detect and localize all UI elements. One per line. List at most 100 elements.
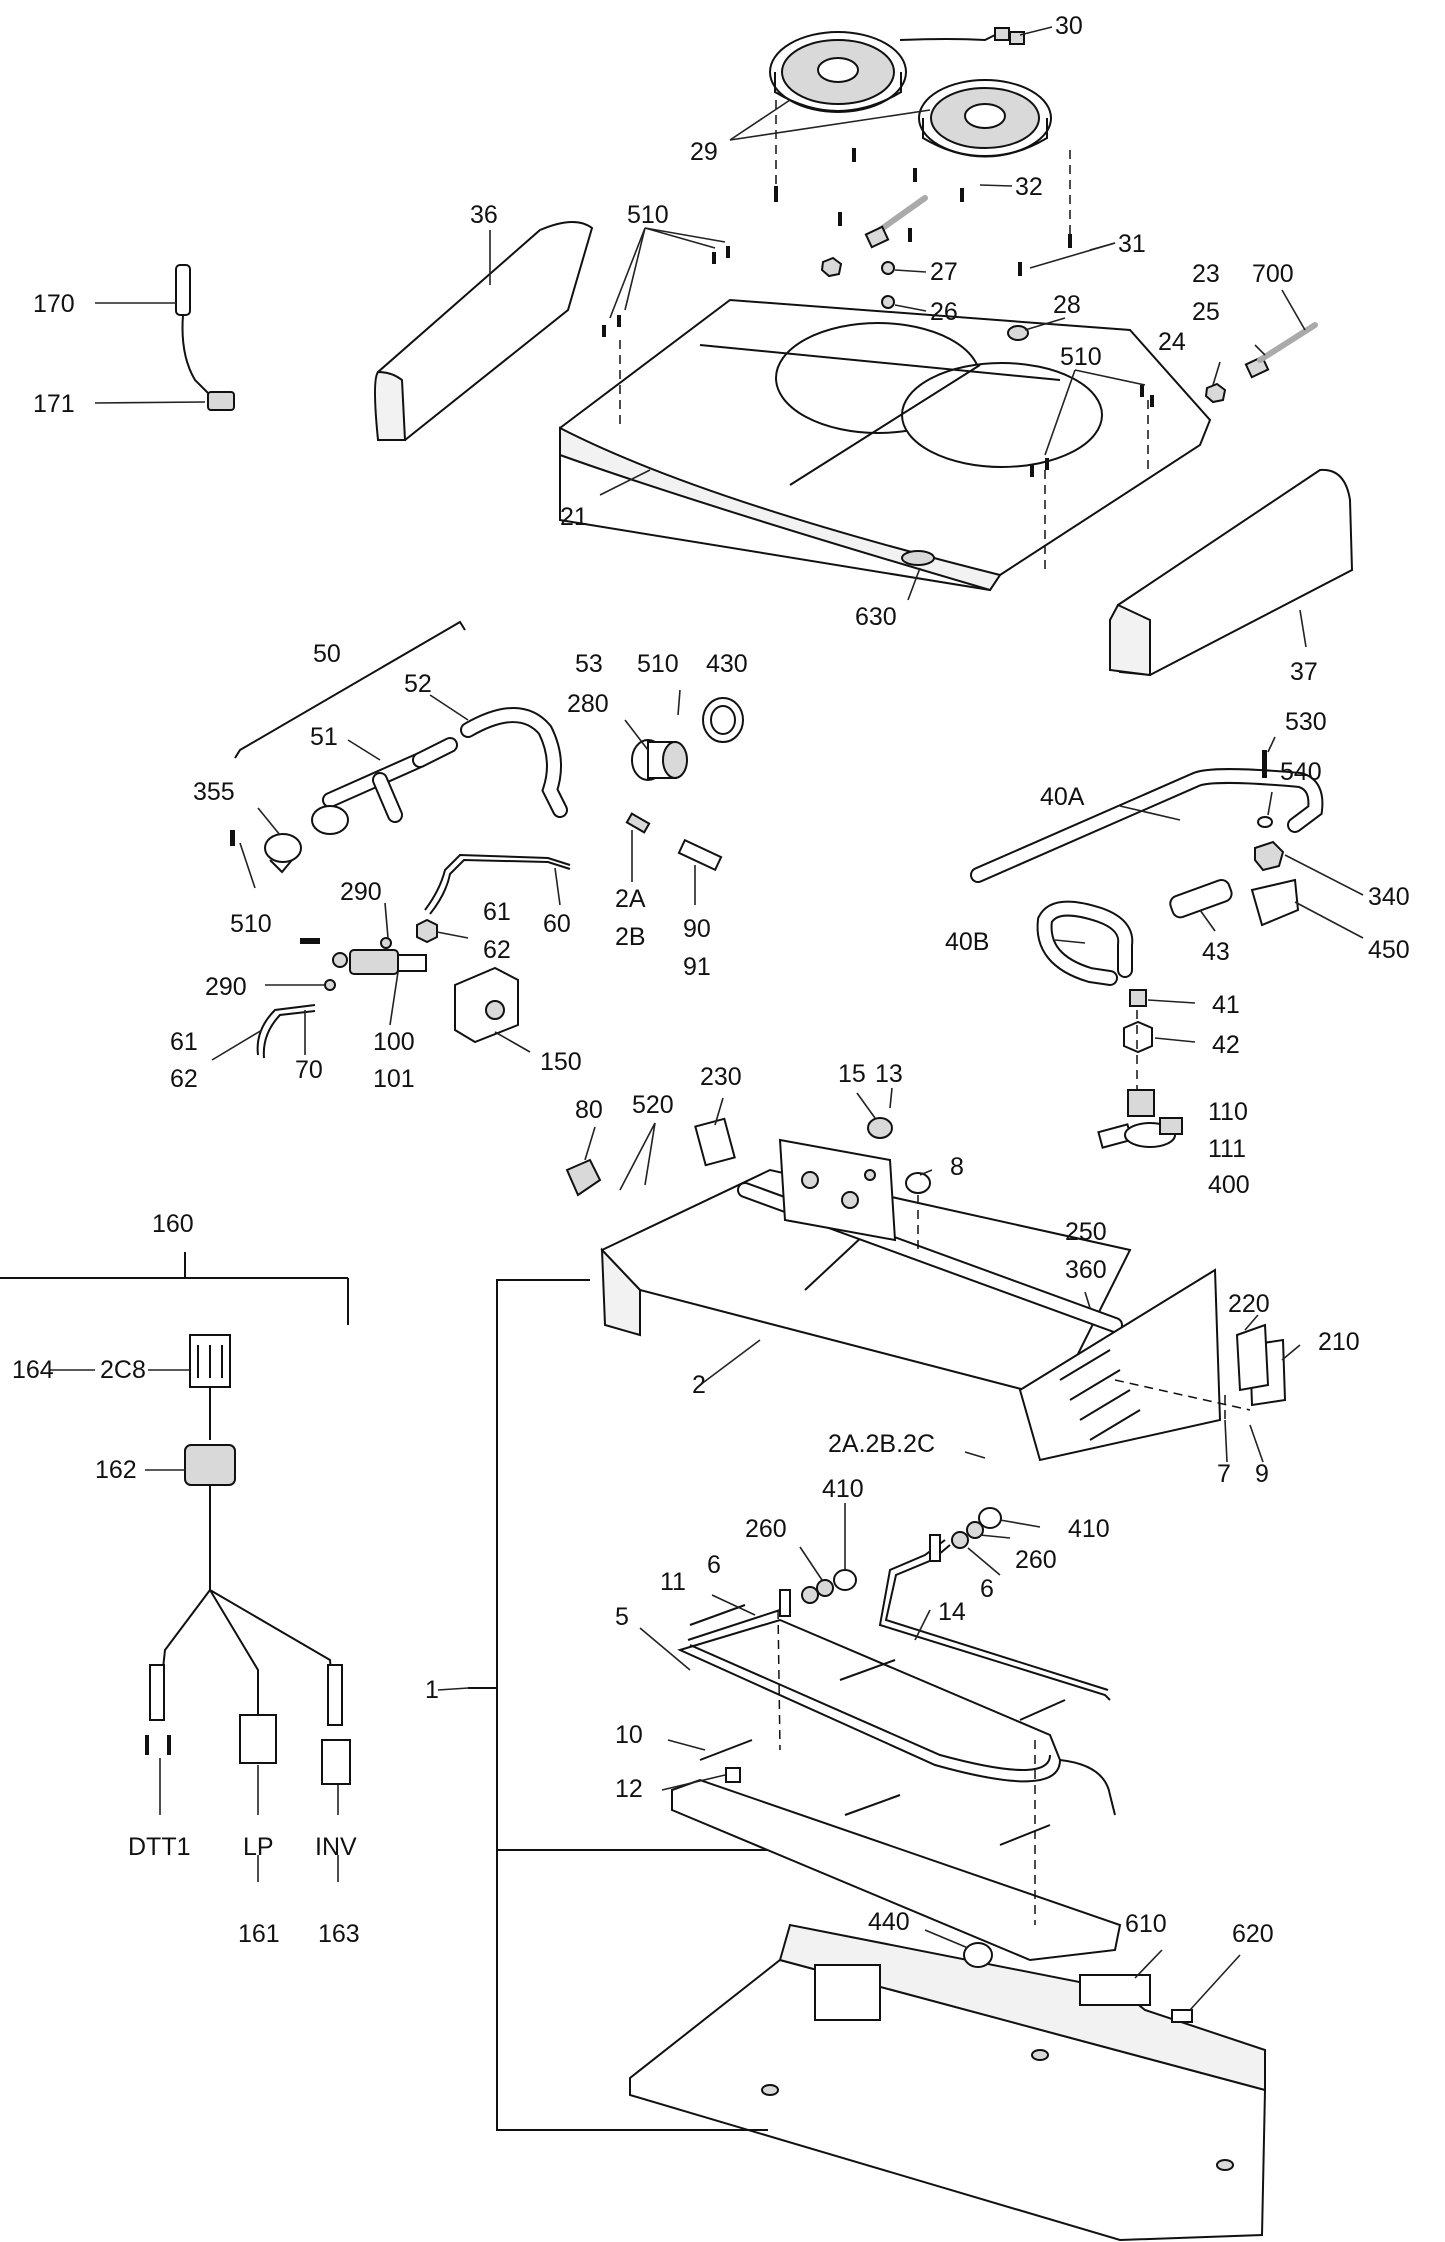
callout-230: 230 <box>700 1063 742 1091</box>
callout-610: 610 <box>1125 1910 1167 1938</box>
nut-61 <box>416 918 438 944</box>
callout-700: 700 <box>1252 260 1294 288</box>
callout-2B: 2B <box>615 923 646 951</box>
fittings-6-260-410 <box>779 1507 1002 1617</box>
callout-41: 41 <box>1212 991 1240 1019</box>
tube-52 <box>460 707 568 818</box>
callout-111: 111 <box>1208 1135 1246 1163</box>
side-cover-36 <box>374 221 594 441</box>
callout-400: 400 <box>1208 1171 1250 1199</box>
callout-162: 162 <box>95 1456 137 1484</box>
callout-11: 11 <box>660 1568 686 1596</box>
ring-430 <box>702 697 744 743</box>
callout-5: 5 <box>615 1603 629 1631</box>
callout-LP: LP <box>243 1833 274 1861</box>
callout-530: 530 <box>1285 708 1327 736</box>
clamp-340 <box>1254 840 1285 872</box>
callout-360: 360 <box>1065 1256 1107 1284</box>
callout-51: 51 <box>310 723 338 751</box>
leader-lines <box>50 26 1364 2011</box>
condenser-fan-right <box>918 79 1052 158</box>
label-620 <box>1171 2009 1193 2023</box>
callout-DTT1: DTT1 <box>128 1833 191 1861</box>
callout-14: 14 <box>938 1598 966 1626</box>
callout-labels: 30 29 32 31 36 510 27 26 28 23 700 25 24… <box>12 12 1410 1948</box>
nut-41 <box>1129 989 1147 1007</box>
bracket-450 <box>1250 878 1300 927</box>
callout-2C8: 2C8 <box>100 1356 146 1384</box>
callout-42: 42 <box>1212 1031 1240 1059</box>
drain-tray <box>671 1778 1122 1962</box>
callout-8: 8 <box>950 1153 964 1181</box>
tube-14 <box>878 1539 1111 1701</box>
callout-12: 12 <box>615 1775 643 1803</box>
callout-90: 90 <box>683 915 711 943</box>
harness-160 <box>145 1334 351 1785</box>
callout-280: 280 <box>567 690 609 718</box>
condenser-fan-left <box>769 31 907 113</box>
callout-290-top: 290 <box>340 878 382 906</box>
callout-164: 164 <box>12 1356 54 1384</box>
nut-24 <box>1204 382 1227 404</box>
callout-40B: 40B <box>945 928 989 956</box>
callout-26: 26 <box>930 298 958 326</box>
tube-70 <box>256 1004 316 1059</box>
callout-101: 101 <box>373 1065 415 1093</box>
callout-355: 355 <box>193 778 235 806</box>
label-610 <box>1079 1974 1151 2006</box>
callout-52: 52 <box>404 670 432 698</box>
callout-161: 161 <box>238 1920 280 1948</box>
bracket-220 <box>1235 1323 1270 1392</box>
callout-21: 21 <box>560 503 588 531</box>
callout-450: 450 <box>1368 936 1410 964</box>
callout-260-right: 260 <box>1015 1546 1057 1574</box>
callout-163: 163 <box>318 1920 360 1948</box>
callout-2A: 2A <box>615 885 646 913</box>
callout-36: 36 <box>470 201 498 229</box>
fitting-27 <box>820 225 895 309</box>
callout-62-bottom: 62 <box>170 1065 198 1093</box>
sensor-2A <box>625 812 651 834</box>
callout-28: 28 <box>1053 291 1081 319</box>
callout-60: 60 <box>543 910 571 938</box>
callout-170: 170 <box>33 290 75 318</box>
callout-6-left: 6 <box>707 1551 721 1579</box>
callout-100: 100 <box>373 1028 415 1056</box>
grommet-8 <box>905 1172 931 1194</box>
callout-160: 160 <box>152 1210 194 1238</box>
callout-61-bottom: 61 <box>170 1028 198 1056</box>
screw-530 <box>1262 750 1267 778</box>
callout-25: 25 <box>1192 298 1220 326</box>
callout-220: 220 <box>1228 1290 1270 1318</box>
callout-510-right: 510 <box>1060 343 1102 371</box>
callout-6-right: 6 <box>980 1575 994 1603</box>
callout-62-top: 62 <box>483 936 511 964</box>
valve-110 <box>1097 1089 1183 1149</box>
callout-150: 150 <box>540 1048 582 1076</box>
callout-110: 110 <box>1208 1098 1248 1126</box>
callout-1: 1 <box>425 1676 439 1704</box>
callout-250: 250 <box>1065 1218 1107 1246</box>
callout-430: 430 <box>706 650 748 678</box>
callout-440: 440 <box>868 1908 910 1936</box>
callout-29: 29 <box>690 138 718 166</box>
accumulator-51 <box>311 737 458 835</box>
callout-540: 540 <box>1280 758 1322 786</box>
callout-510-top: 510 <box>627 201 669 229</box>
callout-24: 24 <box>1158 328 1186 356</box>
bracket-50 <box>234 620 466 759</box>
nut-42 <box>1123 1020 1153 1054</box>
plate-230 <box>694 1117 736 1167</box>
sensor-90 <box>677 838 723 872</box>
callout-410-right: 410 <box>1068 1515 1110 1543</box>
callout-410-left: 410 <box>822 1475 864 1503</box>
callout-13: 13 <box>875 1060 903 1088</box>
tube-40B <box>1036 900 1134 986</box>
callout-510-mid: 510 <box>637 650 679 678</box>
bracket-1 <box>468 1279 768 2131</box>
base-pan <box>629 1923 1267 2242</box>
callout-510-left: 510 <box>230 910 272 938</box>
side-cover-37 <box>1109 468 1354 677</box>
callout-INV: INV <box>315 1833 357 1861</box>
